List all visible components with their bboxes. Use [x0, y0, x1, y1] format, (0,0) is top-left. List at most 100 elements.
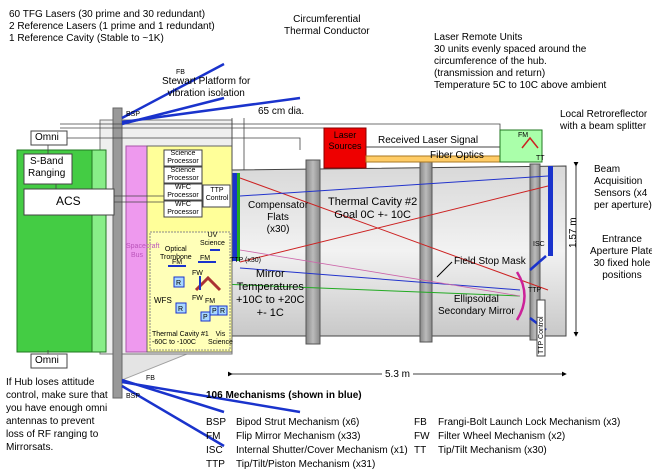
fw-label-1: FW	[192, 270, 203, 277]
mirror-mech-1	[529, 255, 547, 271]
circumferential-label: Circumferential Thermal Conductor	[284, 14, 370, 37]
processor-label-3: WFC Processor	[167, 184, 199, 199]
ground-panel-strip	[91, 149, 107, 353]
compensator-label: Compensator Flats (x30)	[248, 200, 309, 235]
top-notes: 60 TFG Lasers (30 prime and 30 redundant…	[9, 9, 215, 45]
tt-label-lru: TT	[536, 155, 545, 162]
acs-box	[23, 188, 115, 216]
fm-label-3: FM	[205, 298, 215, 305]
thermal-cavity-2-label: Thermal Cavity #2 Goal 0C +- 10C	[328, 196, 418, 221]
r-box-3	[217, 305, 228, 316]
fm-label-1: FM	[172, 259, 182, 266]
r-label-1: R	[176, 280, 181, 287]
r-label-3: R	[220, 308, 225, 315]
entrance-label: Entrance Aperture Plate 30 fixed hole po…	[590, 234, 652, 281]
processor-label-2: Science Processor	[167, 167, 199, 182]
ttp-label-mirror: TTP	[528, 287, 542, 294]
hub-note: If Hub loses attitude control, make sure…	[6, 377, 108, 453]
instrument-sub-panel	[149, 231, 231, 351]
fm-label-2: FM	[200, 255, 210, 262]
strut-column	[112, 107, 123, 399]
ellipsoidal-label: Ellipsoidal Secondary Mirror	[438, 294, 515, 317]
science-processor-1	[163, 149, 203, 167]
omni-top-label: Omni	[35, 132, 59, 143]
ttp-control-box	[202, 184, 231, 208]
wfs-label: WFS	[154, 296, 172, 305]
wfc-processor-2	[163, 200, 203, 218]
thermal-cavity-1-label: Thermal Cavity #1 -60C to -100C	[152, 331, 209, 346]
science-processor-2	[163, 166, 203, 184]
laser-sources-label: Laser Sources	[328, 130, 362, 151]
laser-remote-unit	[499, 129, 543, 163]
beam-blue-2	[239, 267, 521, 291]
entrance-aperture-plate	[548, 166, 553, 256]
p-label-1: P	[203, 314, 208, 321]
bipod-struts	[121, 62, 301, 448]
acs-label: ACS	[56, 194, 81, 208]
p-box-1	[200, 311, 211, 322]
bsp-label-top: BSP	[126, 111, 140, 118]
fb-label-top: FB	[176, 69, 185, 76]
compensator-flat-blue	[232, 173, 237, 261]
wfc-processor-1	[163, 183, 203, 201]
retroreflector-icon	[521, 136, 539, 149]
r-label-2: R	[178, 306, 183, 313]
tube-ring-1	[305, 159, 321, 345]
laser-remote-units-label: Laser Remote Units 30 units evenly space…	[434, 32, 607, 91]
vis-science-label: Vis Science	[208, 331, 233, 346]
fm-label-lru: FM	[518, 132, 528, 139]
fiber-label: Fiber Optics	[430, 150, 484, 161]
optical-trombone-label: Optical Trombone	[160, 246, 192, 261]
ttp-control-label: TTP Control	[205, 187, 229, 202]
ttp-x30-label: TTP (x30)	[230, 257, 261, 264]
beam-red-2	[239, 185, 549, 263]
beam-acq-label: Beam Acquisition Sensors (x4 per apertur…	[594, 164, 652, 211]
note-line-1: 60 TFG Lasers (30 prime and 30 redundant…	[9, 9, 206, 20]
uv-science-label: UV Science	[200, 232, 225, 247]
received-label: Received Laser Signal	[378, 135, 479, 146]
laser-sources-box	[323, 127, 367, 169]
ttp-control-bar	[536, 299, 546, 357]
length-horizontal-label: 5.3 m	[382, 369, 414, 381]
field-stop-label: Field Stop Mask	[454, 256, 526, 267]
spacecraft-bus-label: Spacecraft Bus	[126, 243, 160, 259]
tube-ring-2	[419, 161, 433, 343]
isc-label: ISC	[533, 241, 545, 248]
r-box-1	[173, 276, 185, 288]
stewart-label: Stewart Platform for vibration isolation	[162, 76, 251, 99]
processor-label-1: Science Processor	[167, 150, 199, 165]
compensator-flat-green	[237, 173, 240, 261]
beam-red-1	[239, 177, 549, 291]
omni-bottom-label: Omni	[35, 355, 59, 366]
fw-label-2: FW	[192, 295, 203, 302]
ttp-control-vertical-label: TTP Control	[538, 316, 545, 354]
processor-label-4: WFC Processor	[167, 201, 199, 216]
note-line-3: 1 Reference Cavity (Stable to ~1K)	[9, 33, 164, 44]
sband-ranging	[23, 153, 73, 185]
beam-pink	[239, 249, 521, 297]
local-rr-label: Local Retroreflector with a beam splitte…	[560, 109, 648, 132]
field-stop-mask	[436, 261, 453, 278]
ellipsoidal-mirror	[515, 271, 526, 321]
note-line-2: 2 Reference Lasers (1 prime and 1 redund…	[9, 21, 215, 32]
bsp-label-bottom: BSP	[126, 393, 140, 400]
r-box-2	[175, 302, 187, 314]
sband-label: S-Band Ranging	[28, 156, 66, 179]
tube-ring-3	[529, 163, 541, 341]
omni-bottom	[30, 353, 68, 369]
p-label-2: P	[212, 308, 217, 315]
dia-label: 65 cm dia.	[258, 106, 305, 117]
beam-blue-1	[239, 175, 549, 197]
length-vertical-label: 1.57 m	[568, 217, 579, 248]
legend-title: 106 Mechanisms (shown in blue)	[206, 390, 362, 401]
fb-label-bottom: FB	[146, 375, 155, 382]
